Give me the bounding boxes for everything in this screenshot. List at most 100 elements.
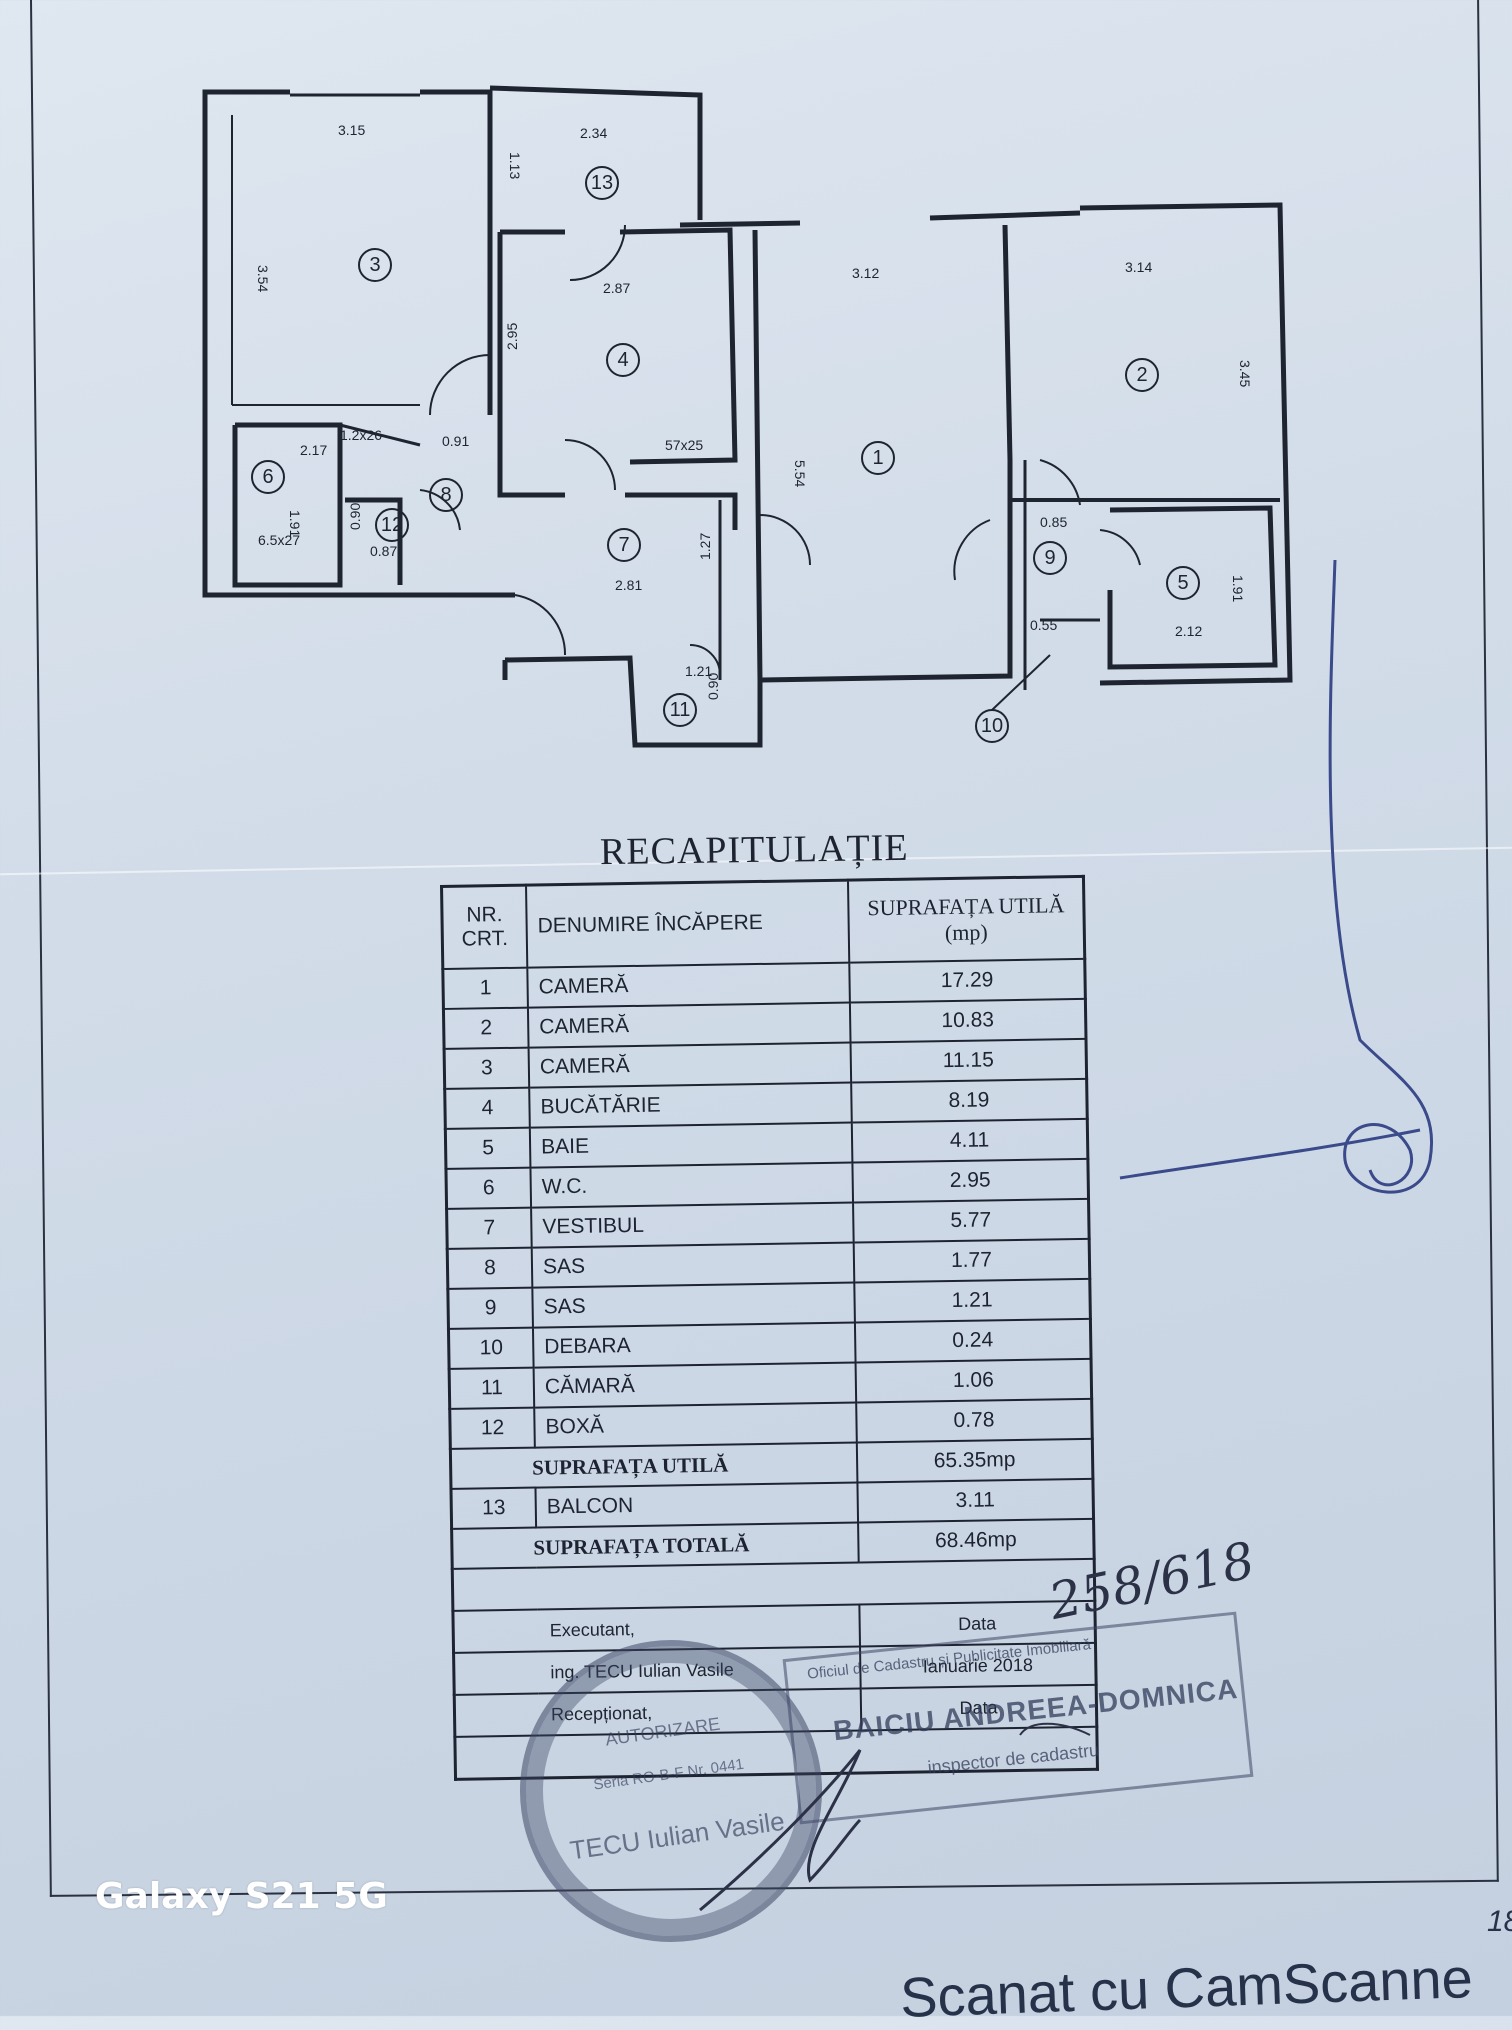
dimension-label: 0.85 — [1040, 514, 1067, 530]
room-3-walls — [202, 89, 500, 598]
dimension-label: 3.12 — [852, 265, 879, 281]
dimension-label: 1.21 — [685, 663, 712, 679]
row-name: CĂMARĂ — [533, 1362, 857, 1408]
row-nr: 5 — [445, 1127, 531, 1169]
row-area: 8.19 — [851, 1078, 1088, 1123]
dimension-label: 2.87 — [603, 280, 630, 296]
row-area: 1.06 — [855, 1358, 1092, 1403]
dimension-label: 0.55 — [1030, 617, 1057, 633]
page-number: 18 — [1487, 1905, 1512, 1938]
room-number: 3 — [369, 254, 380, 276]
room-number: 6 — [262, 466, 273, 488]
device-watermark: Galaxy S21 5G — [95, 1876, 388, 1917]
dimension-label: 1.27 — [697, 533, 713, 560]
row-nr: 7 — [446, 1207, 532, 1249]
row-area: 2.95 — [852, 1158, 1089, 1203]
dimension-label: 2.12 — [1175, 623, 1202, 639]
row-area: 0.78 — [856, 1398, 1093, 1443]
row-name: CAMERĂ — [528, 1042, 852, 1088]
row-name: BUCĂTĂRIE — [529, 1082, 852, 1128]
header-area: SUPRAFAȚA UTILĂ (mp) — [847, 876, 1085, 963]
room-number: 11 — [670, 699, 691, 721]
floor-plan: 1 2 3 4 5 6 7 8 9 10 11 12 13 3.15 3.54 … — [202, 85, 1293, 748]
row-nr: 6 — [445, 1167, 532, 1209]
dimension-label: 1.91 — [287, 510, 303, 537]
dimension-label: 0.90 — [347, 503, 363, 530]
dimension-label: 0.87 — [370, 543, 397, 559]
room-number: 5 — [1177, 572, 1188, 594]
room-number: 9 — [1044, 547, 1055, 569]
dimension-label: 1.2x26 — [340, 427, 382, 443]
dimension-label: 2.34 — [580, 125, 607, 141]
balcony-area: 3.11 — [857, 1478, 1094, 1523]
room-number: 1 — [872, 447, 883, 469]
header-name: DENUMIRE ÎNCĂPERE — [526, 880, 850, 968]
row-nr: 9 — [447, 1287, 533, 1329]
room-5-walls — [1107, 505, 1278, 670]
useful-total-value: 65.35mp — [856, 1438, 1093, 1483]
dimension-label: 1.13 — [507, 152, 523, 179]
scanner-watermark: Scanat cu CamScanne — [899, 1946, 1474, 2029]
table-header-row: NR. CRT. DENUMIRE ÎNCĂPERE SUPRAFAȚA UTI… — [441, 876, 1085, 969]
useful-total-label: SUPRAFAȚA UTILĂ — [450, 1442, 858, 1489]
row-area: 5.77 — [853, 1198, 1090, 1243]
row-nr: 2 — [443, 1007, 529, 1049]
row-name: CAMERĂ — [527, 1002, 851, 1048]
dimension-label: 3.15 — [338, 122, 365, 138]
dimension-label: 3.14 — [1125, 259, 1152, 275]
row-name: BAIE — [529, 1122, 853, 1168]
room-number: 10 — [981, 715, 1003, 737]
dimension-label: 0.90 — [705, 673, 721, 700]
row-area: 1.77 — [853, 1238, 1090, 1283]
room-number: 12 — [381, 514, 403, 536]
row-area: 1.21 — [854, 1278, 1091, 1323]
row-name: W.C. — [530, 1162, 854, 1208]
row-nr: 11 — [449, 1367, 535, 1409]
dimension-label: 0.91 — [442, 433, 469, 449]
dimension-label: 6.5x27 — [258, 532, 300, 548]
room-11-walls — [504, 655, 763, 748]
recap-title: RECAPITULAȚIE — [599, 826, 909, 874]
row-nr: 4 — [444, 1087, 530, 1129]
dimension-label: 3.54 — [255, 265, 271, 292]
row-nr: 10 — [448, 1327, 534, 1369]
dimension-label: 5.54 — [792, 460, 808, 487]
dimension-label: 2.17 — [300, 442, 327, 458]
room-number: 13 — [591, 172, 613, 194]
balcony-nr: 13 — [450, 1487, 537, 1529]
room-12-walls — [345, 497, 403, 585]
row-name: BOXĂ — [534, 1402, 857, 1448]
room-6-walls — [232, 422, 343, 588]
row-nr: 8 — [447, 1247, 533, 1289]
row-name: SAS — [532, 1282, 855, 1328]
balcony-name: BALCON — [535, 1482, 859, 1528]
room-1-walls — [679, 220, 801, 228]
room-13-walls — [489, 85, 703, 220]
row-area: 4.11 — [851, 1118, 1088, 1163]
header-nr: NR. CRT. — [441, 885, 528, 969]
row-area: 17.29 — [849, 958, 1086, 1003]
row-nr: 3 — [444, 1047, 530, 1089]
stamp-inspector-title: inspector de cadastru — [926, 1739, 1100, 1778]
row-nr: 1 — [442, 967, 528, 1009]
row-name: CAMERĂ — [527, 962, 850, 1008]
room-number: 7 — [618, 534, 629, 556]
stamp-inspector-name: BAICIU ANDREEA-DOMNICA — [831, 1672, 1240, 1747]
seal-line-3: TECU Iulian Vasile — [568, 1805, 787, 1866]
dimension-label: 1.91 — [1230, 575, 1246, 602]
grand-total-value: 68.46mp — [858, 1518, 1095, 1563]
row-area: 11.15 — [850, 1038, 1087, 1083]
room-number: 2 — [1136, 364, 1147, 386]
grand-total-label: SUPRAFAȚA TOTALĂ — [451, 1522, 859, 1569]
row-name: VESTIBUL — [531, 1202, 854, 1248]
row-nr: 12 — [449, 1407, 535, 1449]
dimension-label: 2.81 — [615, 577, 642, 593]
room-number: 4 — [617, 349, 628, 371]
row-area: 10.83 — [849, 998, 1086, 1043]
dimension-label: 2.95 — [504, 323, 520, 350]
row-area: 0.24 — [854, 1318, 1092, 1363]
dimension-label: 57x25 — [665, 437, 703, 453]
row-name: DEBARA — [532, 1322, 856, 1368]
row-name: SAS — [531, 1242, 855, 1288]
dimension-label: 3.45 — [1237, 360, 1253, 387]
